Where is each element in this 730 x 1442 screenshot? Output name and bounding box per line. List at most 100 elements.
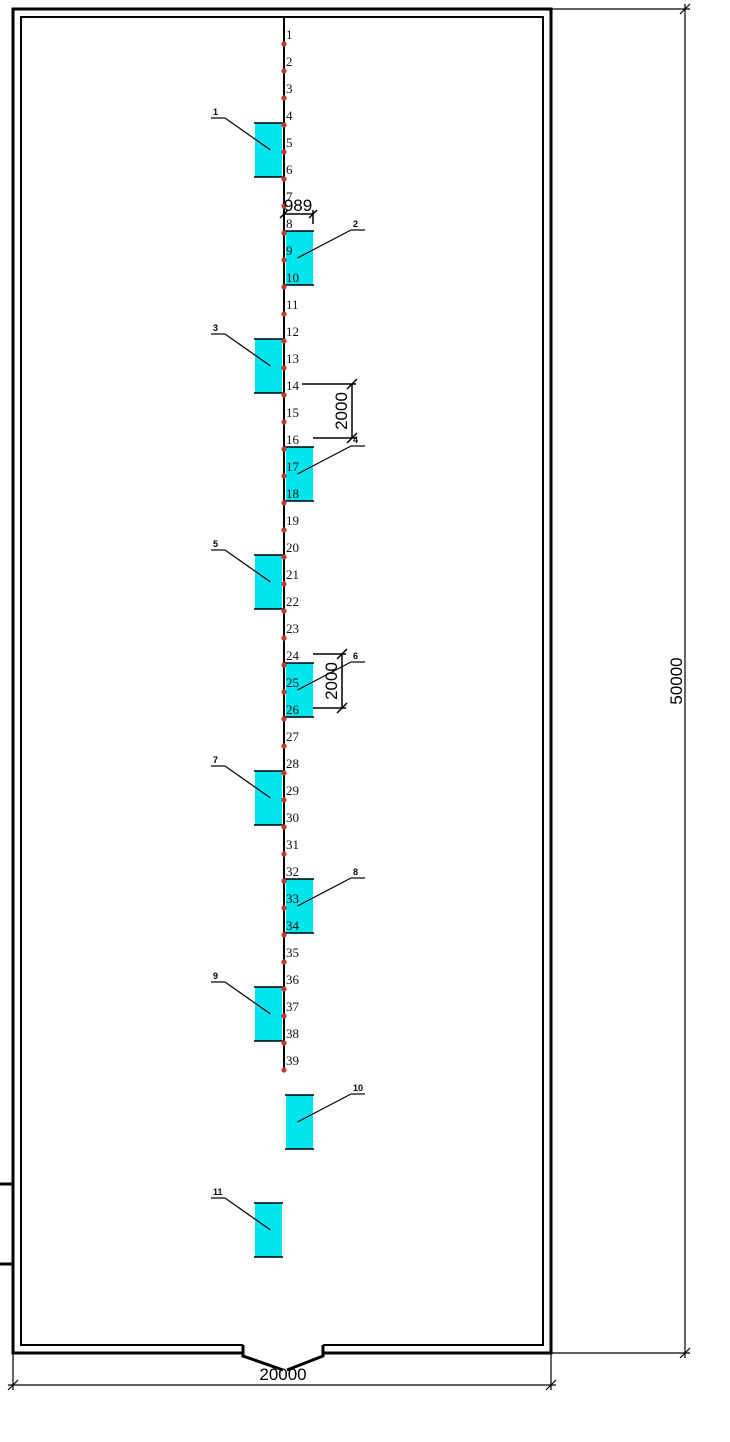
axis-point xyxy=(281,284,287,290)
box-leader-line xyxy=(297,445,352,475)
axis-point-label: 4 xyxy=(286,108,293,123)
spacing-tick-top xyxy=(346,378,358,390)
equipment-box-rect xyxy=(255,339,282,393)
axis-point xyxy=(281,230,287,236)
axis-point-label: 38 xyxy=(286,1026,299,1041)
axis-point-label: 19 xyxy=(286,513,299,528)
offset-dimension xyxy=(279,209,318,224)
axis-point xyxy=(281,473,287,479)
boxh-tick-bottom xyxy=(336,702,348,714)
equipment-box-rect xyxy=(286,663,313,717)
axis-point xyxy=(281,770,287,776)
axis-point xyxy=(281,527,287,533)
axis-point-label: 31 xyxy=(286,837,299,852)
axis-point xyxy=(281,203,287,209)
axis-point xyxy=(281,851,287,857)
equipment-box-rect xyxy=(255,555,282,609)
axis-point-label: 25 xyxy=(286,675,299,690)
axis-point-label: 21 xyxy=(286,567,299,582)
equipment-box-rect xyxy=(286,1095,313,1149)
axis-point xyxy=(281,500,287,506)
equipment-box-rect xyxy=(255,771,282,825)
axis-point-label: 30 xyxy=(286,810,299,825)
axis-point xyxy=(281,797,287,803)
building-walls xyxy=(11,7,553,1355)
equipment-box: 11 xyxy=(211,1187,283,1258)
box-label: 6 xyxy=(353,651,358,661)
axis-point xyxy=(281,149,287,155)
box-label: 8 xyxy=(353,867,358,877)
axis-point xyxy=(281,986,287,992)
axis-point-label: 18 xyxy=(286,486,299,501)
box-leader-line xyxy=(224,1197,271,1231)
box-leader-line xyxy=(224,549,271,583)
equipment-box: 1 xyxy=(211,107,283,178)
equipment-box: 4 xyxy=(285,435,365,502)
axis-point-label: 37 xyxy=(286,999,300,1014)
axis-point-label: 14 xyxy=(286,378,300,393)
axis-point-label: 22 xyxy=(286,594,299,609)
box-leader-line xyxy=(224,981,271,1015)
box-label: 11 xyxy=(213,1187,223,1197)
box-leader-line xyxy=(297,1093,352,1123)
axis-point xyxy=(281,446,287,452)
axis-point xyxy=(281,1067,287,1073)
height-tick-bottom xyxy=(679,1347,691,1359)
offset-tick-left xyxy=(279,209,289,219)
boxh-tick-top xyxy=(336,648,348,660)
axis-point xyxy=(281,68,287,74)
axis-point xyxy=(281,635,287,641)
equipment-box: 9 xyxy=(211,971,283,1042)
axis-point xyxy=(281,959,287,965)
axis-point-label: 24 xyxy=(286,648,300,663)
axis-point-label: 27 xyxy=(286,729,300,744)
axis-point xyxy=(281,905,287,911)
axis-point-label: 7 xyxy=(286,189,293,204)
axis-point-label: 12 xyxy=(286,324,299,339)
axis-point xyxy=(281,689,287,695)
height-tick-top xyxy=(679,3,691,15)
box-height-dimension xyxy=(313,648,348,714)
axis-point xyxy=(281,1040,287,1046)
axis-point xyxy=(281,743,287,749)
overall-width-dimension xyxy=(7,1353,557,1391)
left-wall-stub xyxy=(0,1182,13,1266)
axis-point-label: 17 xyxy=(286,459,300,474)
axis-point xyxy=(281,257,287,263)
equipment-box-rect xyxy=(255,987,282,1041)
equipment-box: 5 xyxy=(211,539,283,610)
spacing-dim-text: 2000 xyxy=(332,392,351,430)
axis-point xyxy=(281,365,287,371)
width-tick-right xyxy=(545,1379,557,1391)
width-tick-left xyxy=(7,1379,19,1391)
axis-point xyxy=(281,41,287,47)
axis-point xyxy=(281,1013,287,1019)
box-label: 9 xyxy=(213,971,218,981)
axis-point-label: 2 xyxy=(286,54,293,69)
spacing-tick-bottom xyxy=(346,432,358,444)
outer-wall xyxy=(11,7,553,1355)
axis-point xyxy=(281,878,287,884)
box-label: 4 xyxy=(353,435,358,445)
axis-point-label: 20 xyxy=(286,540,299,555)
axis-point xyxy=(281,581,287,587)
axis-point-label: 29 xyxy=(286,783,299,798)
axis-point-label: 13 xyxy=(286,351,299,366)
axis-point-label: 9 xyxy=(286,243,293,258)
overall-height-text: 50000 xyxy=(667,657,686,704)
axis-point xyxy=(281,176,287,182)
equipment-box-rect xyxy=(286,231,313,285)
axis-point-label: 26 xyxy=(286,702,300,717)
axis-point-label: 15 xyxy=(286,405,299,420)
axis-point-label: 8 xyxy=(286,216,293,231)
axis-point-label: 11 xyxy=(286,297,299,312)
axis-points: 1234567891011121314151617181920212223242… xyxy=(281,27,300,1073)
box-label: 5 xyxy=(213,539,218,549)
axis-point xyxy=(281,608,287,614)
axis-point xyxy=(281,662,287,668)
axis-point xyxy=(281,311,287,317)
axis-point xyxy=(281,716,287,722)
entrance-door xyxy=(241,1343,325,1372)
axis-point-label: 39 xyxy=(286,1053,299,1068)
